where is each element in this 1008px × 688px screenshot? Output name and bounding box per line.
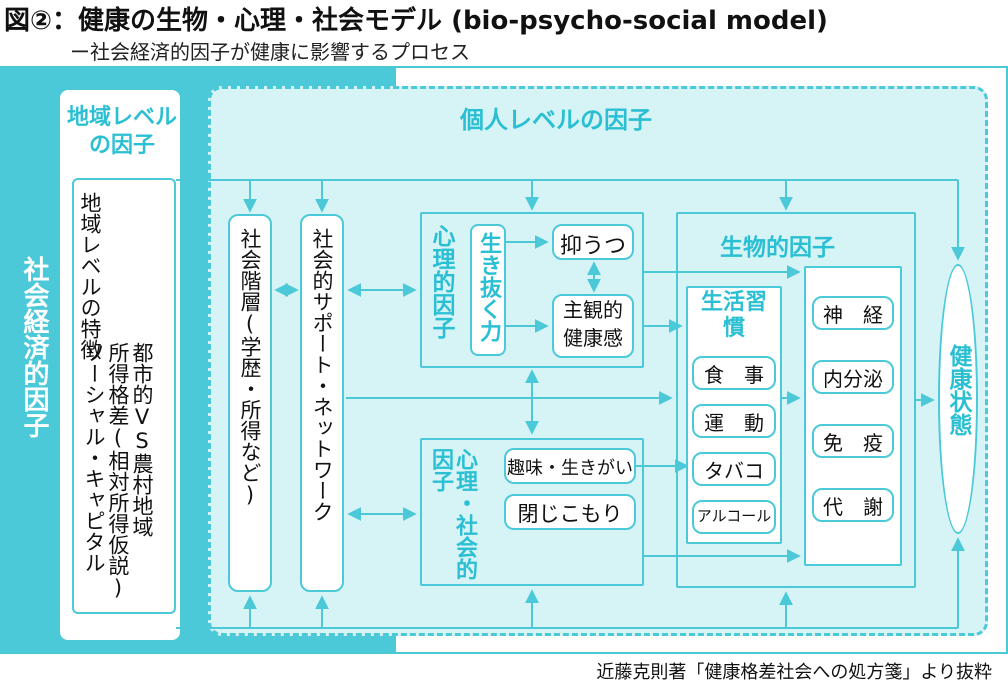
coping-text: 生き抜く力 (476, 232, 501, 342)
lifestyle-exercise-box (692, 404, 776, 438)
psychosocial-label: 心理・社会的因子 (428, 448, 477, 580)
system-endocrine: 内分泌 (823, 367, 883, 391)
regional-col3: 所得格差(相対所得仮説) (106, 342, 130, 600)
system-nerve-box (812, 296, 894, 330)
health-ellipse (938, 264, 978, 534)
regional-col2: 都市的VS農村地域 (130, 342, 154, 537)
bio-label: 生物的因子 (720, 235, 835, 261)
lifestyle-label: 生活習慣 (700, 290, 767, 341)
lifestyle-diet: 食 事 (704, 363, 764, 387)
system-metabolism-box (812, 488, 894, 522)
figure-title: 図②：健康の生物・心理・社会モデル (bio-psycho-social mod… (4, 6, 828, 36)
system-immune-box (812, 424, 894, 458)
wellbeing-box (552, 294, 634, 358)
withdrawal-text: 閉じこもり (517, 502, 623, 526)
ses-label: 社会経済的因子 (19, 256, 49, 438)
system-metabolism: 代 謝 (823, 495, 883, 519)
regional-box (72, 178, 176, 614)
individual-heading: 個人レベルの因子 (460, 106, 652, 134)
depression-box (552, 224, 634, 260)
regional-col1: 地域レベルの特徴 (78, 192, 102, 360)
source-credit: 近藤克則著「健康格差社会への処方箋」より抜粋 (596, 662, 992, 683)
lifestyle-tobacco-box (692, 452, 776, 486)
psych-label: 心理的因子 (428, 224, 454, 339)
regional-heading: 地域レベルの因子 (66, 105, 177, 158)
lifestyle-diet-box (692, 356, 776, 390)
figure-subtitle: ー社会経済的因子が健康に影響するプロセス (70, 40, 470, 64)
hobby-box (504, 448, 636, 484)
system-endocrine-box (812, 360, 894, 394)
wellbeing-text: 主観的健康感 (563, 298, 623, 350)
social-class-text: 社会階層(学歴・所得など) (238, 228, 262, 507)
lifestyle-tobacco: タバコ (704, 459, 764, 483)
regional-col4: ソーシャル・キャピタル (82, 342, 106, 573)
hobby-text: 趣味・生きがい (507, 458, 633, 479)
depression-text: 抑うつ (559, 234, 626, 259)
social-support-text: 社会的サポート・ネットワーク (310, 228, 334, 522)
social-class-box (228, 214, 272, 592)
system-immune: 免 疫 (823, 431, 883, 455)
lifestyle-alcohol-box (692, 500, 776, 534)
lifestyle-exercise: 運 動 (704, 411, 764, 435)
coping-box (470, 224, 506, 356)
health-label: 健康状態 (945, 344, 971, 436)
withdrawal-box (504, 494, 636, 530)
system-nerve: 神 経 (823, 303, 883, 327)
lifestyle-alcohol: アルコール (696, 507, 772, 525)
social-support-box (300, 214, 344, 592)
